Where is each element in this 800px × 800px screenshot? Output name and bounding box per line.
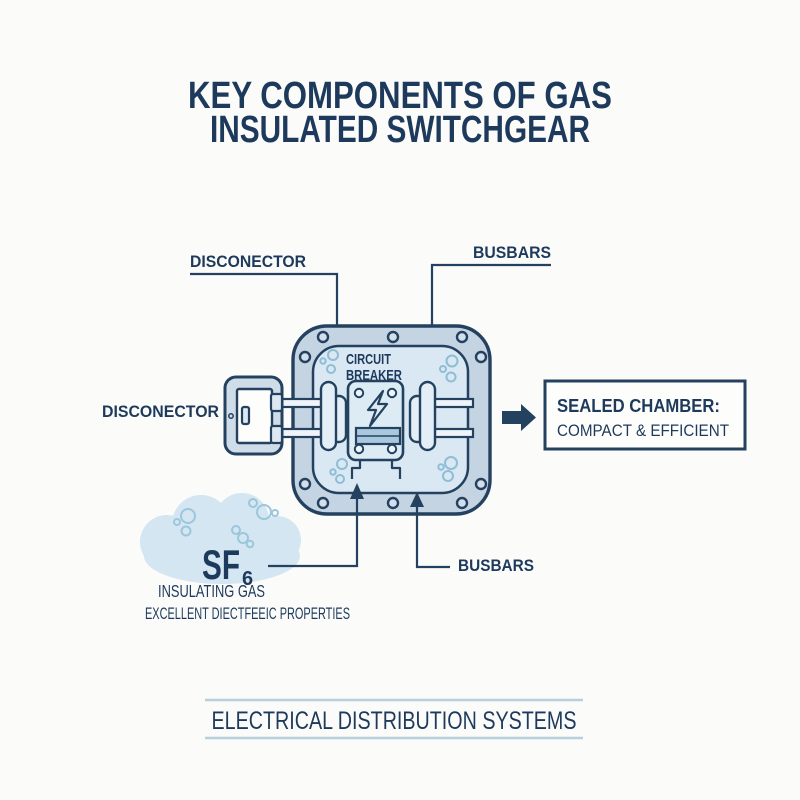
label-busbars-top: BUSBARS — [473, 244, 551, 262]
bubble-icon — [439, 365, 447, 373]
leader-line-busbars-top — [430, 263, 551, 326]
bolt-icon — [386, 496, 400, 510]
bolt-icon — [386, 387, 398, 399]
bolt-icon — [316, 330, 330, 344]
bolt-icon — [386, 443, 398, 455]
conductor-bar — [277, 427, 326, 439]
bubble-icon — [231, 525, 241, 535]
bolt-icon — [353, 387, 365, 399]
label-busbars-bottom: BUSBARS — [458, 557, 534, 575]
busbar-right — [418, 380, 437, 452]
bubble-icon — [445, 371, 457, 383]
conductor-bar — [277, 397, 326, 409]
bubble-icon — [173, 518, 181, 526]
disconnector-handle — [240, 405, 251, 426]
footer-text: ELECTRICAL DISTRIBUTION SYSTEMS — [212, 707, 577, 735]
bolt-icon — [298, 477, 312, 491]
bolt-icon — [455, 496, 469, 510]
bubble-icon — [336, 458, 348, 470]
label-sealed-chamber-line2: COMPACT & EFFICIENT — [557, 422, 729, 440]
bolt-icon — [353, 443, 365, 455]
label-circuit-breaker-line1: CIRCUIT — [346, 351, 391, 368]
bubble-icon — [245, 539, 255, 549]
bolt-icon — [474, 350, 488, 364]
label-insulating-gas: INSULATING GAS — [158, 581, 265, 601]
bubble-icon — [327, 349, 339, 361]
bolt-icon — [298, 350, 312, 364]
disconnector-door — [235, 387, 274, 445]
breaker-leg-right — [390, 460, 402, 479]
page-title-line1: KEY COMPONENTS OF GAS — [188, 75, 612, 117]
bubble-icon — [180, 508, 196, 524]
arrow-up-icon — [410, 492, 424, 507]
disconnector-terminal — [269, 392, 284, 413]
bubble-icon — [256, 504, 272, 520]
bubble-icon — [335, 474, 345, 484]
bubble-icon — [180, 525, 192, 537]
gas-cloud-icon — [140, 493, 301, 584]
leader-line-busbars-bottom — [415, 506, 450, 569]
arrow-up-icon — [350, 483, 364, 499]
bubble-icon — [271, 509, 279, 517]
leader-line-sf6 — [268, 498, 359, 568]
bolt-icon — [316, 496, 330, 510]
page-title-line2: INSULATED SWITCHGEAR — [210, 109, 590, 151]
bubble-icon — [437, 463, 445, 471]
bolt-icon — [474, 477, 488, 491]
bubble-icon — [329, 468, 337, 476]
label-sf6: SF — [202, 541, 240, 588]
flange-bolts — [298, 330, 488, 510]
hinge-icon — [228, 413, 234, 419]
bubble-icon — [319, 357, 327, 365]
arrow-right-icon — [502, 404, 536, 431]
gas-bubbles — [319, 349, 459, 484]
bubble-icon — [445, 354, 459, 368]
label-disconnector-left: DISCONECTOR — [102, 403, 219, 421]
label-sealed-chamber-line1: SEALED CHAMBER: — [557, 396, 720, 416]
lightning-bolt-icon — [366, 389, 389, 428]
disconnector-device — [223, 375, 284, 456]
bubble-icon — [442, 470, 454, 482]
bubble-icon — [248, 498, 258, 508]
bubble-icon — [444, 456, 458, 470]
sealed-chamber-box — [543, 379, 747, 451]
label-sf6-subscript: 6 — [242, 568, 253, 590]
bolt-icon — [455, 330, 469, 344]
bubble-icon — [326, 364, 336, 374]
disconnector-terminal — [269, 424, 284, 445]
bolt-icon — [386, 330, 400, 344]
leader-line-disconnector-top — [190, 272, 339, 326]
cloud-shape — [253, 516, 301, 564]
label-disconnector-top: DISCONECTOR — [190, 253, 306, 271]
breaker-leg-left — [350, 460, 362, 479]
label-dielectric-properties: EXCELLENT DIECTFEEIC PROPERTIES — [145, 605, 350, 623]
bubble-icon — [237, 532, 249, 544]
busbar-left — [319, 380, 338, 452]
